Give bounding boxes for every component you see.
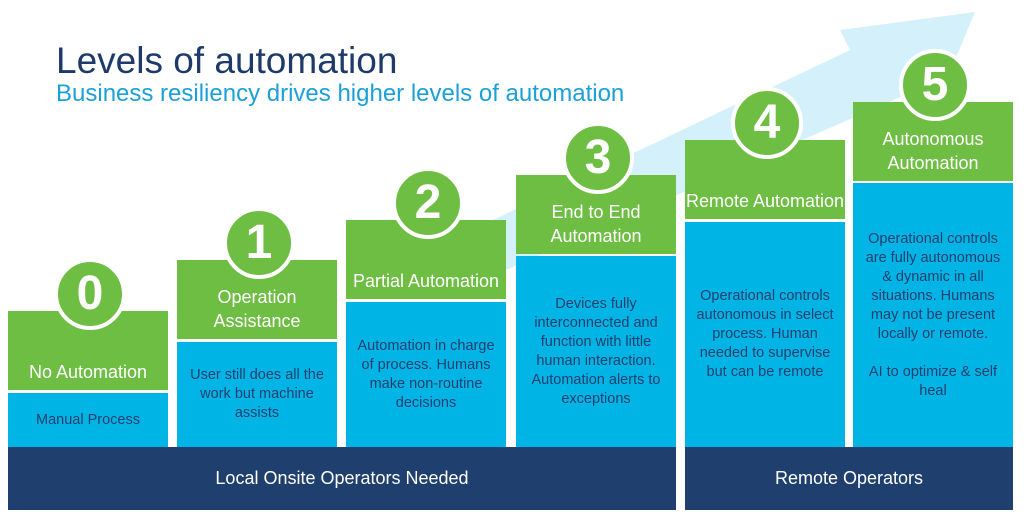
level-description: Manual Process bbox=[8, 393, 168, 447]
page-title: Levels of automation bbox=[56, 40, 398, 81]
level-number-badge: 3 bbox=[562, 122, 634, 194]
level-number-badge: 1 bbox=[223, 207, 295, 279]
remote-operators-bar: Remote Operators bbox=[685, 447, 1013, 510]
level-number-badge: 0 bbox=[54, 258, 126, 330]
level-number-badge: 2 bbox=[392, 167, 464, 239]
level-description: Operational controls autonomous in selec… bbox=[685, 222, 845, 447]
level-number-badge: 5 bbox=[899, 49, 971, 121]
level-description: Devices fully interconnected and functio… bbox=[516, 256, 676, 447]
level-number-badge: 4 bbox=[731, 87, 803, 159]
level-description: User still does all the work but machine… bbox=[177, 342, 337, 447]
local-operators-bar: Local Onsite Operators Needed bbox=[8, 447, 676, 510]
level-description: Automation in charge of process. Humans … bbox=[346, 302, 506, 447]
page-subtitle: Business resiliency drives higher levels… bbox=[56, 80, 625, 107]
level-description: Operational controls are fully autonomou… bbox=[853, 183, 1013, 447]
